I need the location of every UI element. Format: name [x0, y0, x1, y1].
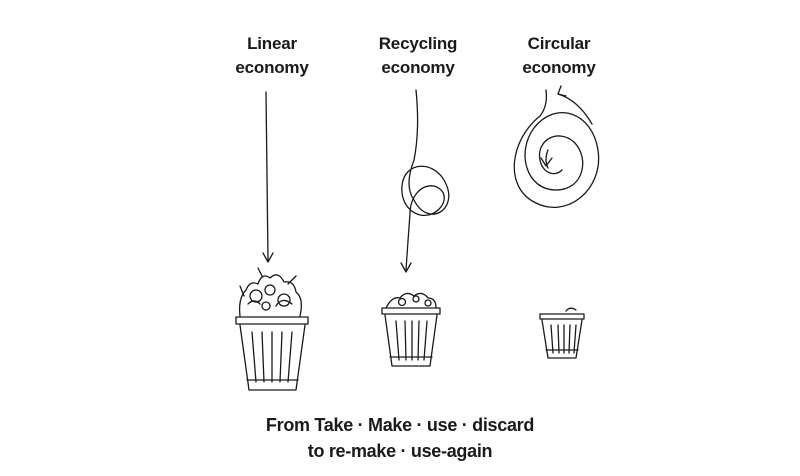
recycling-title-line1: Recycling	[378, 34, 458, 53]
circular-arrow	[513, 85, 600, 208]
linear-title-line2: economy	[235, 58, 309, 77]
circular-title-line2: economy	[522, 58, 596, 77]
recycling-bin-icon	[381, 307, 441, 367]
circular-economy-title: Circular economy	[489, 32, 629, 80]
recycling-arrow	[400, 89, 450, 273]
linear-arrow	[262, 91, 274, 263]
recycling-title-line2: economy	[381, 58, 455, 77]
circular-title-line1: Circular	[527, 34, 591, 53]
linear-waste-pile-icon	[238, 267, 302, 317]
linear-bin-icon	[235, 316, 309, 391]
caption-line2: to re-make · use-again	[307, 441, 493, 461]
linear-title-line1: Linear	[247, 34, 297, 53]
recycling-economy-title: Recycling economy	[348, 32, 488, 80]
circular-bin-icon	[539, 307, 585, 359]
linear-economy-title: Linear economy	[202, 32, 342, 80]
recycling-waste-pile-icon	[385, 292, 437, 309]
caption-line1: From Take · Make · use · discard	[265, 415, 535, 435]
